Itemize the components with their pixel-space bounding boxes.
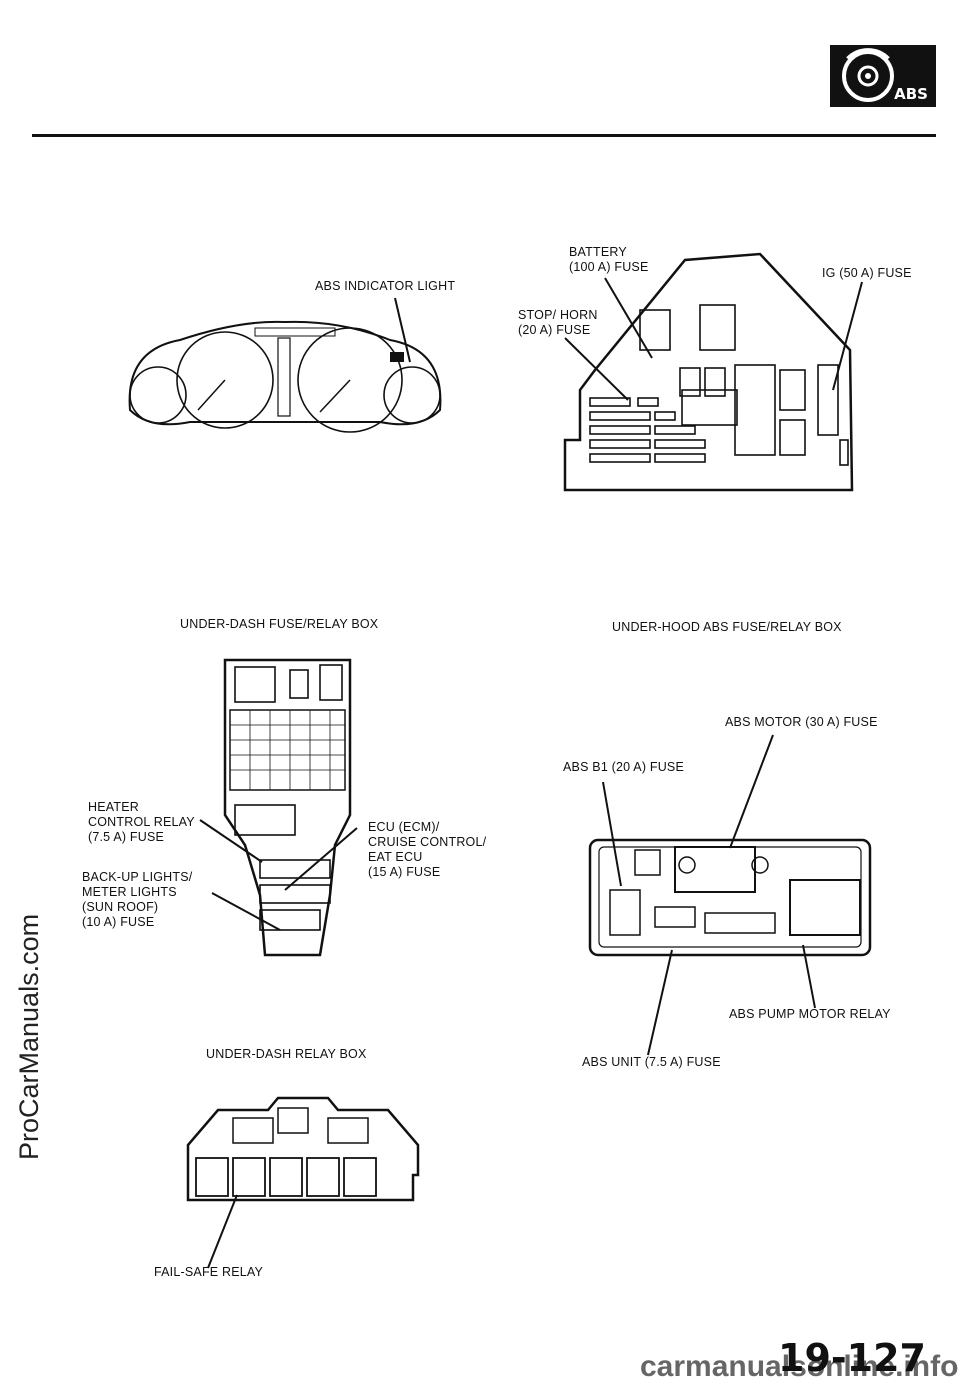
abs-b1-fuse-label: ABS B1 (20 A) FUSE: [563, 760, 685, 774]
under-dash-fuse-box-drawing: [223, 658, 352, 957]
abs-unit-fuse-label: ABS UNIT (7.5 A) FUSE: [582, 1055, 721, 1069]
stop-horn-fuse-label: STOP/ HORN (20 A) FUSE: [518, 308, 598, 337]
heater-control-relay-fuse-label: HEATER CONTROL RELAY (7.5 A) FUSE: [88, 800, 195, 844]
header-rule: [32, 134, 936, 137]
under-dash-relay-box-drawing: [186, 1096, 420, 1202]
ecu-cruise-control-fuse-label: ECU (ECM)/ CRUISE CONTROL/ EAT ECU (15 A…: [368, 820, 487, 879]
brake-disc-icon: [842, 48, 894, 102]
under-dash-fuse-box-caption: UNDER-DASH FUSE/RELAY BOX: [180, 617, 379, 631]
under-hood-box-drawing: [563, 252, 854, 492]
page-number: 19-127: [778, 1336, 926, 1380]
instrument-cluster-drawing: [128, 320, 442, 433]
battery-fuse-label: BATTERY (100 A) FUSE: [569, 245, 649, 274]
abs-motor-fuse-label: ABS MOTOR (30 A) FUSE: [725, 715, 878, 729]
abs-badge: ABS: [830, 45, 936, 107]
under-dash-relay-box-caption: UNDER-DASH RELAY BOX: [206, 1047, 367, 1061]
fail-safe-relay-label: FAIL-SAFE RELAY: [154, 1265, 264, 1279]
footer-site-text: carmanualsonline.info: [640, 1350, 959, 1383]
abs-badge-text: ABS: [894, 85, 928, 103]
ig-fuse-label: IG (50 A) FUSE: [822, 266, 912, 280]
backup-meter-lights-fuse-label: BACK-UP LIGHTS/ METER LIGHTS (SUN ROOF) …: [82, 870, 193, 929]
abs-indicator-light-label: ABS INDICATOR LIGHT: [315, 279, 456, 293]
abs-pump-motor-relay-label: ABS PUMP MOTOR RELAY: [729, 1007, 891, 1021]
under-hood-box-caption: UNDER-HOOD ABS FUSE/RELAY BOX: [612, 620, 842, 634]
